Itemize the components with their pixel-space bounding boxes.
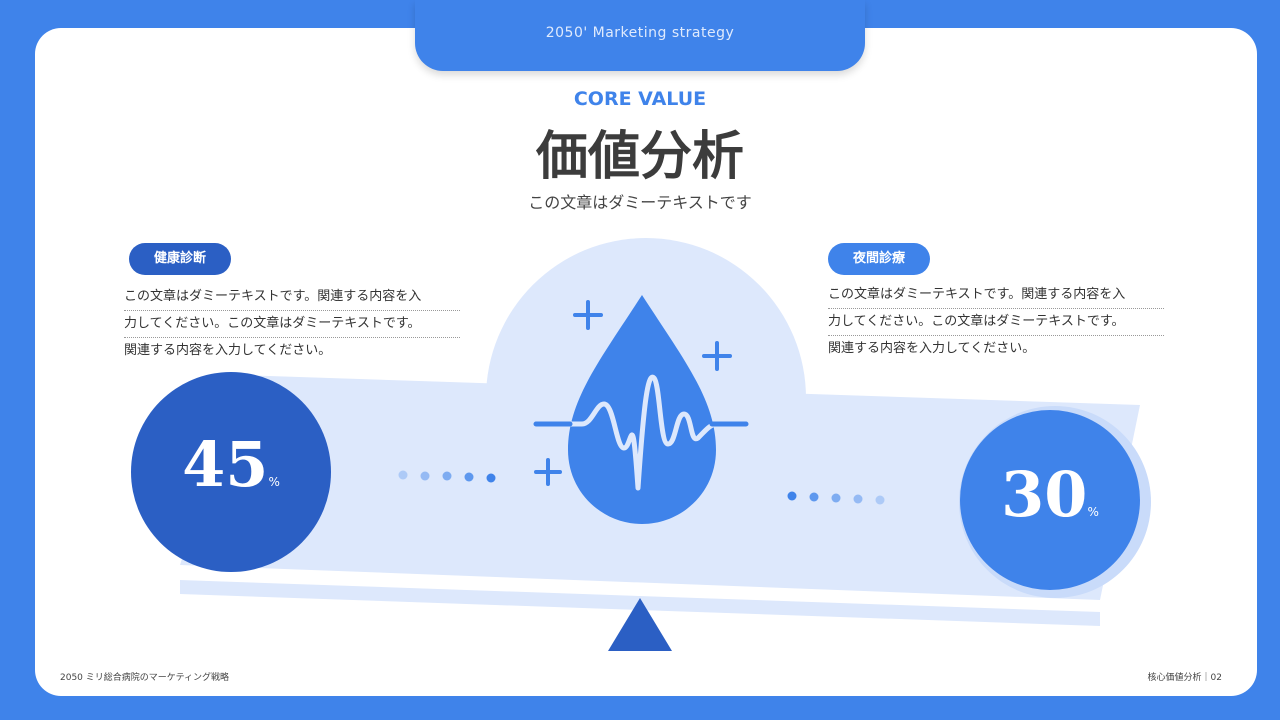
dots-left: [398, 470, 496, 483]
eyebrow-label: CORE VALUE: [573, 88, 707, 110]
page-title: 価値分析: [535, 127, 744, 187]
fulcrum-triangle: [608, 598, 672, 651]
left-label-badge: 健康診断: [129, 243, 231, 275]
footer-left: 2050 ミリ総合病院のマーケティング戦略: [60, 673, 230, 683]
right-percent: 30%: [1001, 458, 1099, 531]
footer-page: 核心価値分析｜02: [1147, 673, 1222, 683]
dots-right: [787, 491, 885, 505]
left-description: この文章はダミーテキストです。関連する内容を入力してください。この文章はダミーテ…: [124, 284, 460, 364]
right-label-badge: 夜間診療: [828, 243, 930, 275]
water-drop-heartbeat-icon: [533, 295, 749, 524]
left-percent: 45%: [182, 428, 280, 501]
right-circle: [960, 410, 1140, 590]
page-subtitle: この文章はダミーテキストです: [528, 193, 752, 212]
right-description: この文章はダミーテキストです。関連する内容を入力してください。この文章はダミーテ…: [828, 282, 1164, 362]
left-circle: [131, 372, 331, 572]
header-tab: 2050' Marketing strategy: [415, 0, 865, 71]
